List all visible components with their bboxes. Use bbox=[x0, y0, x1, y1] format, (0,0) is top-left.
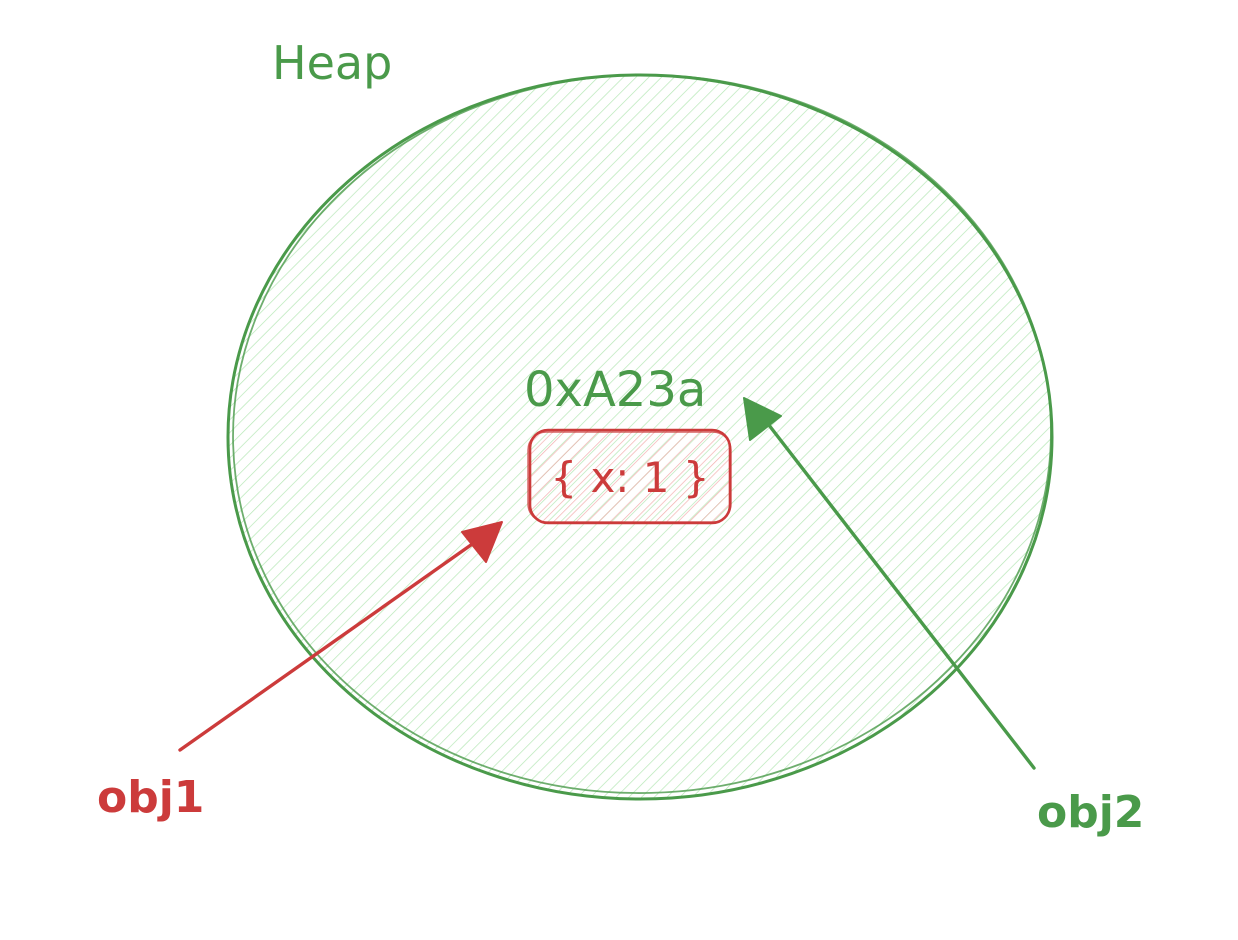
object-box: { x: 1 } bbox=[527, 428, 732, 525]
object-box-fill bbox=[530, 430, 730, 523]
heap-label: Heap bbox=[272, 36, 392, 90]
obj2-arrow-head bbox=[743, 397, 782, 441]
obj1-arrow-head bbox=[461, 521, 503, 563]
obj2-arrow-line bbox=[763, 418, 1036, 770]
object-box-outline bbox=[528, 428, 732, 525]
obj1-arrow bbox=[178, 521, 503, 752]
object-box-outline-sketch bbox=[527, 431, 732, 523]
obj2-arrow bbox=[743, 397, 1036, 770]
obj2-label: obj2 bbox=[1037, 787, 1144, 838]
memory-address-label: 0xA23a bbox=[524, 362, 706, 418]
obj1-label: obj1 bbox=[97, 772, 204, 823]
heap-circle-outline-sketch bbox=[232, 74, 1052, 794]
obj1-arrow-line bbox=[178, 538, 480, 752]
object-value-label: { x: 1 } bbox=[550, 453, 709, 502]
